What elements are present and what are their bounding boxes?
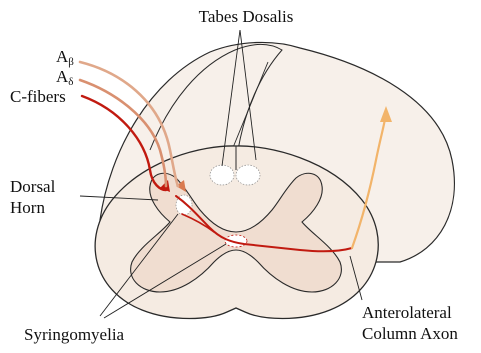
label-dorsal: Dorsal xyxy=(10,177,56,196)
label-a-beta-main: A xyxy=(56,47,69,66)
label-column-axon: Column Axon xyxy=(362,324,458,343)
label-a-beta-sub: β xyxy=(68,56,74,68)
label-a-delta-sub: δ xyxy=(68,76,73,88)
label-syringomyelia: Syringomyelia xyxy=(24,325,125,344)
label-c-fibers: C-fibers xyxy=(10,87,66,106)
label-a-delta-main: A xyxy=(56,67,69,86)
label-tabes: Tabes Dosalis xyxy=(199,7,294,26)
label-a-delta: Aδ xyxy=(56,67,73,88)
label-anterolateral: Anterolateral xyxy=(362,303,452,322)
label-horn: Horn xyxy=(10,198,45,217)
label-a-beta: Aβ xyxy=(56,47,74,68)
